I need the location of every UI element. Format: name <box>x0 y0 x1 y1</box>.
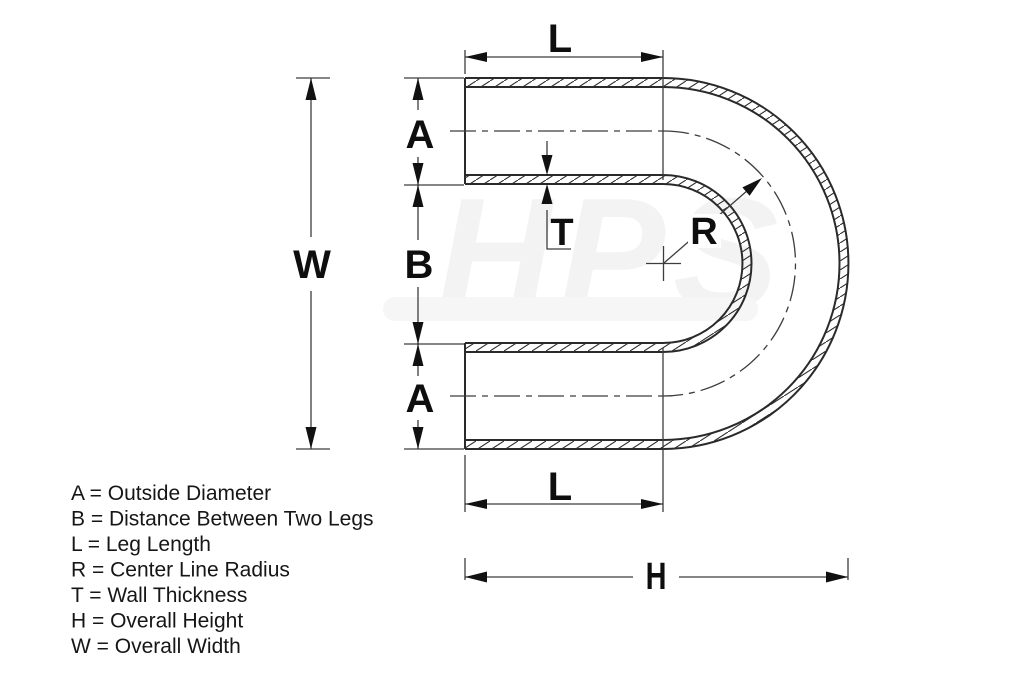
arrowhead-up <box>541 184 553 204</box>
top-leg-upper-wall <box>465 78 663 87</box>
legend: A = Outside Diameter B = Distance Betwee… <box>71 482 374 658</box>
bottom-leg-lower-wall <box>465 440 663 449</box>
tube-outer-outline <box>465 77 850 450</box>
arrowhead-down <box>412 322 424 344</box>
bend-center-cross <box>646 246 681 281</box>
arrowhead-up <box>412 185 424 207</box>
legend-item-h: H = Overall Height <box>71 610 243 633</box>
arrowhead-radius <box>742 178 762 196</box>
arrowhead-down <box>305 427 317 449</box>
arrowhead-down <box>412 163 424 185</box>
tube-inner-outline <box>465 183 744 344</box>
arrowhead-up <box>412 78 424 100</box>
dim-label-centerline-radius: R <box>690 211 717 253</box>
label-backplate <box>688 214 721 248</box>
dim-label-outside-diameter-top: A <box>406 113 435 157</box>
legend-item-l: L = Leg Length <box>71 533 211 556</box>
top-leg-lower-wall <box>465 175 663 184</box>
dimension-outside-diameter-top: A <box>404 77 464 186</box>
legend-item-b: B = Distance Between Two Legs <box>71 508 374 531</box>
dimension-overall-height: H <box>464 555 849 598</box>
dimension-distance-between-legs: B <box>404 185 464 345</box>
arrowhead-left <box>465 571 487 583</box>
tube-outer-wall-inner-edge <box>465 86 841 441</box>
legend-item-r: R = Center Line Radius <box>71 559 290 582</box>
arrowhead-right <box>826 571 848 583</box>
bottom-leg-upper-wall <box>465 343 663 352</box>
arrowhead-up <box>412 344 424 366</box>
tube-centerlines <box>450 130 797 397</box>
leader-line-lower <box>546 210 571 250</box>
arrowhead-left <box>465 499 487 509</box>
hps-watermark: HPS <box>383 166 778 342</box>
dim-label-overall-height: H <box>646 555 667 598</box>
arrowhead-right <box>641 499 663 509</box>
dim-label-outside-diameter-bottom: A <box>406 377 435 421</box>
dimension-wall-thickness: T <box>541 141 574 254</box>
legend-item-a: A = Outside Diameter <box>71 482 271 505</box>
tube-inner-wall-outer-edge <box>465 174 753 353</box>
arrowhead-down <box>541 155 553 175</box>
arrowhead-up <box>305 78 317 100</box>
dimension-leg-length-top: L <box>464 17 663 74</box>
dimension-leg-length-bottom: L <box>464 455 663 512</box>
dim-label-overall-width: W <box>293 243 331 287</box>
arrowhead-left <box>465 52 487 62</box>
dim-label-wall-thickness: T <box>550 212 573 254</box>
dim-label-distance-between-legs: B <box>405 243 434 287</box>
bend-centerline-arc <box>662 130 797 397</box>
dimension-overall-width: W <box>293 77 331 450</box>
legend-item-t: T = Wall Thickness <box>71 584 247 607</box>
watermark-swoosh <box>383 297 758 321</box>
arrowhead-right <box>641 52 663 62</box>
arrowhead-down <box>412 427 424 449</box>
dim-label-leg-length-top: L <box>548 17 572 61</box>
dimension-centerline-radius: R <box>663 178 762 264</box>
dimension-outside-diameter-bottom: A <box>404 344 464 450</box>
dim-label-leg-length-bottom: L <box>548 465 572 509</box>
legend-item-w: W = Overall Width <box>71 635 241 658</box>
